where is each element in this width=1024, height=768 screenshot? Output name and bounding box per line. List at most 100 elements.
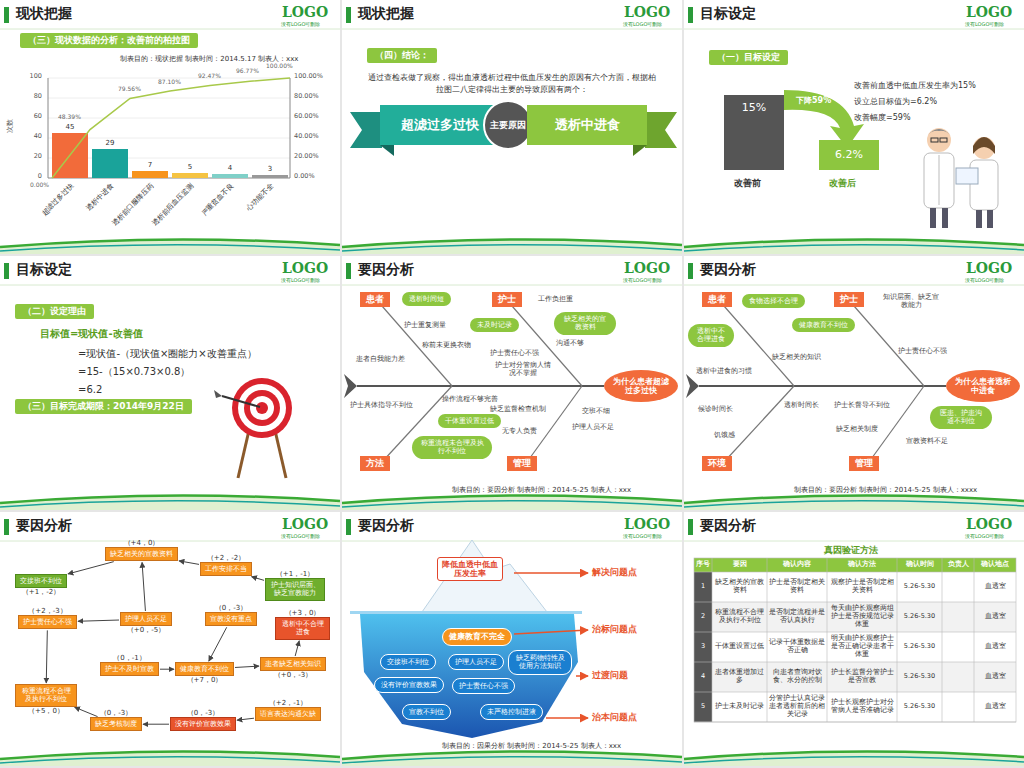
text-label: 护士具体指导不到位 xyxy=(350,402,413,410)
box-text: 透析中不合理进食 xyxy=(280,620,325,637)
score-label: （0，-3） xyxy=(100,709,132,717)
text-label: 每天由护长观察两组护士是否按规范记录体重 xyxy=(827,602,897,632)
text-label: 5 xyxy=(694,692,712,722)
text-label: 100.00% xyxy=(294,73,323,81)
footer-wave xyxy=(684,245,1024,251)
text-label: 没有LOGO可删除 xyxy=(281,21,320,27)
box-text: 缺乏药物特性及使用方法知识 xyxy=(515,654,565,671)
doctor-illustration-part xyxy=(956,168,978,184)
slide-ground xyxy=(0,0,340,254)
slide-bg xyxy=(342,256,682,510)
box-text: 护士知识层面、缺乏宣教能力 xyxy=(270,581,320,598)
text-label: 5.26-5.30 xyxy=(897,632,942,662)
table-grid-part-part xyxy=(712,558,713,722)
target-illustration xyxy=(214,378,292,478)
header-rule xyxy=(342,541,682,542)
table-grid-part xyxy=(694,632,1016,662)
slide-ground xyxy=(684,512,1024,766)
box-text: 缺乏相关的宣教资料 xyxy=(110,550,173,558)
fishbone-part xyxy=(344,374,357,398)
text-label: 确认内容 xyxy=(767,558,827,572)
text-label: 5.26-5.30 xyxy=(897,662,942,692)
doctor-illustration-part xyxy=(931,138,938,142)
score-label: （+3，0） xyxy=(285,609,321,617)
text-label: =15-（15×0.73×0.8） xyxy=(78,366,190,378)
text-label: LOGO xyxy=(624,260,670,277)
relation-arrow xyxy=(235,666,259,667)
header-tab xyxy=(346,519,351,535)
cause-oval: 干体重设置过低 xyxy=(438,414,501,428)
ribbon-tails-part xyxy=(380,145,394,156)
slide-ground xyxy=(342,0,682,254)
text-label: 没有LOGO可删除 xyxy=(965,277,1004,283)
relation-arrow xyxy=(142,562,145,611)
box-text: 护理人员不足 xyxy=(455,658,497,666)
text-label: 改善后 xyxy=(829,178,856,189)
fishbone-part xyxy=(699,385,946,387)
category-box: 护士 xyxy=(834,292,864,307)
box-text: 为什么患者透析中进食 xyxy=(954,377,1012,395)
box-text: 透析中进食 xyxy=(555,117,620,133)
table-grid-part xyxy=(694,572,712,722)
relation-box: （0，-3）缺乏考核制度 xyxy=(90,717,142,731)
text-label: 患者体重增加过多 xyxy=(712,662,767,692)
category-box: 患者 xyxy=(702,292,732,307)
header-rule xyxy=(0,285,340,286)
text-label: 45 xyxy=(60,123,80,131)
category-box: 护士 xyxy=(492,292,522,307)
doctor-illustration-part xyxy=(942,208,948,228)
box-text: 护士 xyxy=(498,294,516,305)
doctor-illustration-part xyxy=(973,137,995,154)
fishbone-part xyxy=(357,385,604,387)
text-label: 79.56% xyxy=(118,85,141,92)
text-label: 7 xyxy=(140,161,160,169)
footer-wave xyxy=(342,501,682,507)
text-label: 患者自我能力差 xyxy=(356,356,405,364)
iceberg-box: 缺乏药物特性及使用方法知识 xyxy=(508,650,572,675)
value-bar: 6.2% xyxy=(819,140,879,170)
slide-panel: 要因分析患者护士环境管理为什么患者透析中进食透析中不合理进食食物选择不合理健康教… xyxy=(684,256,1024,510)
table-grid-part xyxy=(694,692,1016,722)
footer-wave xyxy=(0,757,340,763)
text-label: 观察护士是否制定相关资料 xyxy=(827,572,897,602)
ribbon-banner: 透析中进食 xyxy=(527,105,647,145)
text-label: 护士责任心不强 xyxy=(898,348,947,356)
footer-band xyxy=(684,239,1024,254)
cause-oval: 健康教育不到位 xyxy=(792,318,855,332)
box-text: （三）目标完成期限：2014年9月22日 xyxy=(23,401,184,412)
footer-band xyxy=(342,495,682,510)
text-label: 29 xyxy=(100,139,120,147)
cause-oval: 未及时记录 xyxy=(470,318,519,332)
box-text: 称重流程不合理及执行不到位 xyxy=(20,687,72,704)
section-tag: （三）现状数据的分析：改善前的柏拉图 xyxy=(20,33,198,48)
box-text: （二）设定理由 xyxy=(23,306,86,317)
slide-title: 要因分析 xyxy=(358,261,414,278)
doctor-illustration xyxy=(784,90,998,228)
target-illustration-part xyxy=(222,396,260,407)
slide-panel: 要因分析患者护士方法管理为什么患者超滤过多过快透析时间短未及时记录缺乏相关的宣教… xyxy=(342,256,682,510)
pareto-chart-part xyxy=(132,171,168,178)
box-text: 护士不及时宣教 xyxy=(105,665,154,673)
text-label: 87.10% xyxy=(158,78,181,85)
iceberg-box: 护士责任心不强 xyxy=(452,678,515,694)
text-label: 1 xyxy=(694,572,712,602)
slide-title: 要因分析 xyxy=(700,517,756,534)
relation-arrow xyxy=(46,630,47,683)
footer-wave xyxy=(342,751,682,759)
slide-panel: 目标设定（一）目标设定15%6.2%LOGO没有LOGO可删除下降59%改善前改… xyxy=(684,0,1024,254)
doctor-illustration-part xyxy=(976,210,982,228)
text-label: 4 xyxy=(220,164,240,172)
text-label: 护士长观察护士对分管病人是否准确记录 xyxy=(827,692,897,722)
text-label: 60.00% xyxy=(294,113,319,121)
text-label: 没有LOGO可删除 xyxy=(623,533,662,539)
footer-wave xyxy=(342,495,682,503)
table-grid-part-part xyxy=(694,602,1016,603)
header-tab xyxy=(688,7,693,23)
text-label: 血透室 xyxy=(974,632,1016,662)
box-text: 健康教育不到位 xyxy=(799,321,848,329)
footer-band xyxy=(0,495,340,510)
footer-wave xyxy=(342,245,682,251)
text-label: 缺乏监督检查机制 xyxy=(490,406,546,414)
box-text: 宣教没有重点 xyxy=(210,615,252,623)
